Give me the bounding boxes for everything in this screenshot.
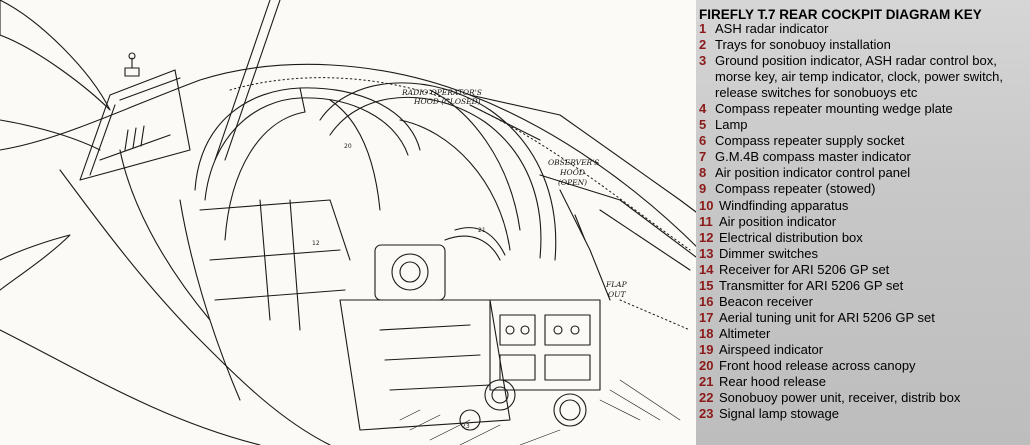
key-item-22: 22 Sonobuoy power unit, receiver, distrib…: [699, 390, 1029, 406]
key-item-text: Receiver for ARI 5206 GP set: [719, 261, 890, 277]
instrument-panels: [489, 299, 601, 391]
key-item-19: 19 Airspeed indicator: [699, 342, 1029, 358]
key-item-text: Lamp: [715, 117, 748, 133]
callout-20: 20: [344, 143, 352, 150]
key-item-text: Trays for sonobuoy installation: [715, 37, 891, 53]
key-item-4: 4 Compass repeater mounting wedge plate: [699, 101, 1029, 117]
key-item-number: 4: [699, 101, 707, 117]
radio-hood-label-line2: HOOD (CLOSED): [413, 97, 481, 106]
key-item-text: Signal lamp stowage: [719, 406, 839, 422]
observer-hood: [319, 82, 557, 261]
key-item-23: 23 Signal lamp stowage: [699, 406, 1029, 422]
key-item-number: 11: [699, 213, 713, 229]
key-item-number: 7: [699, 149, 707, 165]
key-item-number: 14: [699, 261, 714, 277]
key-item-number: 22: [699, 390, 714, 406]
key-item-text: Rear hood release: [719, 374, 826, 390]
key-item-text: Sonobuoy power unit, receiver, distrib b…: [719, 390, 961, 406]
key-item-text: G.M.4B compass master indicator: [715, 149, 911, 165]
key-item-11: 11 Air position indicator: [699, 214, 1029, 230]
key-item-6: 6 Compass repeater supply socket: [699, 133, 1029, 149]
floor-hatching: [399, 379, 681, 445]
propeller-blades: [0, 0, 111, 291]
callout-12: 12: [312, 240, 320, 247]
key-item-18: 18 Altimeter: [699, 326, 1029, 342]
callout-23: 23: [462, 423, 470, 430]
interior-structure: [179, 199, 511, 431]
key-item-20: 20 Front hood release across canopy: [699, 358, 1029, 374]
key-item-number: 3: [699, 53, 707, 69]
key-item-5: 5 Lamp: [699, 117, 1029, 133]
key-item-number: 15: [699, 277, 714, 293]
key-item-1: 1 ASH radar indicator: [699, 21, 1029, 37]
key-item-number: 17: [699, 309, 714, 325]
key-item-number: 8: [699, 165, 707, 181]
key-item-16: 16 Beacon receiver: [699, 294, 1029, 310]
key-item-text: Altimeter: [719, 325, 771, 341]
key-item-text: Windfinding apparatus: [719, 197, 849, 213]
key-item-21: 21 Rear hood release: [699, 374, 1029, 390]
key-item-text: Airspeed indicator: [719, 341, 824, 357]
key-item-text: Front hood release across canopy: [719, 357, 916, 373]
key-item-number: 18: [699, 325, 714, 341]
key-panel-background: [696, 0, 1030, 445]
key-item-number: 12: [699, 229, 714, 245]
key-item-number: 20: [699, 357, 714, 373]
key-item-12: 12 Electrical distribution box: [699, 230, 1029, 246]
aerial-mast: [214, 0, 271, 161]
key-item-number: 16: [699, 293, 714, 309]
key-item-number: 6: [699, 133, 707, 149]
key-item-17: 17 Aerial tuning unit for ARI 5206 GP set: [699, 310, 1029, 326]
flap-label-line2: OUT: [608, 290, 626, 299]
key-item-text: Compass repeater (stowed): [715, 181, 876, 197]
key-item-8: 8 Air position indicator control panel: [699, 165, 1029, 181]
key-item-number: 2: [699, 37, 707, 53]
rivet-lines: [229, 77, 691, 331]
key-item-text: Electrical distribution box: [719, 229, 863, 245]
flap-label-line1: FLAP: [605, 280, 628, 289]
key-item-7: 7 G.M.4B compass master indicator: [699, 149, 1029, 165]
key-item-text: Dimmer switches: [719, 245, 818, 261]
key-item-number: 21: [699, 374, 714, 390]
key-item-text: Air position indicator control panel: [715, 165, 911, 181]
key-item-text: Aerial tuning unit for ARI 5206 GP set: [719, 309, 935, 325]
key-item-text: Beacon receiver: [719, 293, 813, 309]
cockpit-cutaway-diagram: RADIO OPERATOR'S HOOD (CLOSED) OBSERVER'…: [0, 0, 700, 445]
radio-operator-hood: [194, 87, 421, 241]
key-item-3: 3 Ground position indicator, ASH radar co…: [699, 53, 1029, 101]
key-item-number: 1: [699, 21, 707, 36]
key-item-text: Air position indicator: [719, 213, 837, 229]
key-item-14: 14 Receiver for ARI 5206 GP set: [699, 262, 1029, 278]
observer-hood-label-line3: (OPEN): [558, 178, 587, 187]
fuselage-outline: [0, 63, 700, 445]
key-item-number: 9: [699, 181, 707, 197]
key-item-15: 15 Transmitter for ARI 5206 GP set: [699, 278, 1029, 294]
key-item-text: ASH radar indicator: [715, 21, 829, 36]
key-item-13: 13 Dimmer switches: [699, 246, 1029, 262]
key-item-text: Compass repeater supply socket: [715, 133, 905, 149]
key-item-number: 19: [699, 341, 714, 357]
callout-21: 21: [478, 227, 486, 234]
key-item-number: 23: [699, 406, 714, 422]
key-item-10: 10 Windfinding apparatus: [699, 198, 1029, 214]
key-item-text: Transmitter for ARI 5206 GP set: [719, 277, 904, 293]
altimeter-and-signal-lamp: [459, 379, 587, 431]
key-title: FIREFLY T.7 REAR COCKPIT DIAGRAM KEY: [699, 7, 982, 22]
key-item-number: 5: [699, 117, 707, 133]
wing-and-flap: [469, 94, 700, 301]
key-list: 1 ASH radar indicator 2 Trays for sonobuoy …: [699, 21, 1029, 422]
key-item-number: 10: [699, 197, 714, 213]
cockpit-line-drawing: RADIO OPERATOR'S HOOD (CLOSED) OBSERVER'…: [0, 0, 700, 445]
front-windscreen-frame: [79, 52, 191, 181]
key-item-text: Ground position indicator, ASH radar con…: [715, 53, 1004, 101]
observer-hood-label-line1: OBSERVER'S: [548, 158, 599, 167]
key-item-number: 13: [699, 245, 714, 261]
radio-hood-label-line1: RADIO OPERATOR'S: [401, 88, 482, 97]
key-item-9: 9 Compass repeater (stowed): [699, 181, 1029, 197]
observer-hood-label-line2: HOOD: [559, 168, 585, 177]
key-item-2: 2 Trays for sonobuoy installation: [699, 37, 1029, 53]
key-item-text: Compass repeater mounting wedge plate: [715, 101, 953, 117]
